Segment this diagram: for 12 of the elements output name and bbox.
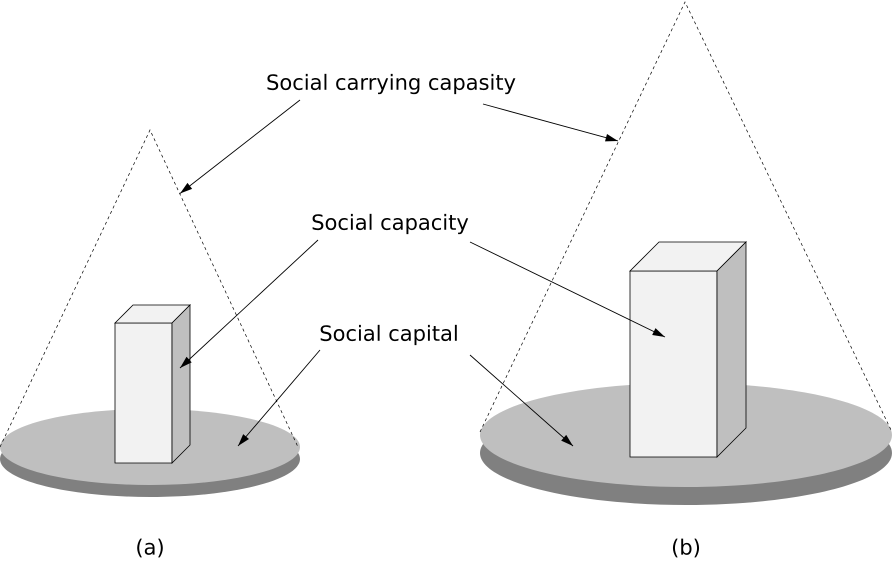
label-text: Social capital <box>320 324 457 346</box>
label-text: Social carrying capasity <box>267 74 516 94</box>
panel-label: (a) <box>137 538 163 558</box>
label-text: Social capacity <box>312 214 468 234</box>
leader-arrow <box>180 240 318 368</box>
leader-arrow <box>180 100 300 194</box>
cone <box>0 129 298 448</box>
leader-arrow <box>470 242 666 338</box>
leader-arrow <box>238 350 320 446</box>
leader-arrow <box>482 104 618 142</box>
leader-arrow <box>470 354 574 446</box>
panel-label: (b) <box>672 538 700 558</box>
